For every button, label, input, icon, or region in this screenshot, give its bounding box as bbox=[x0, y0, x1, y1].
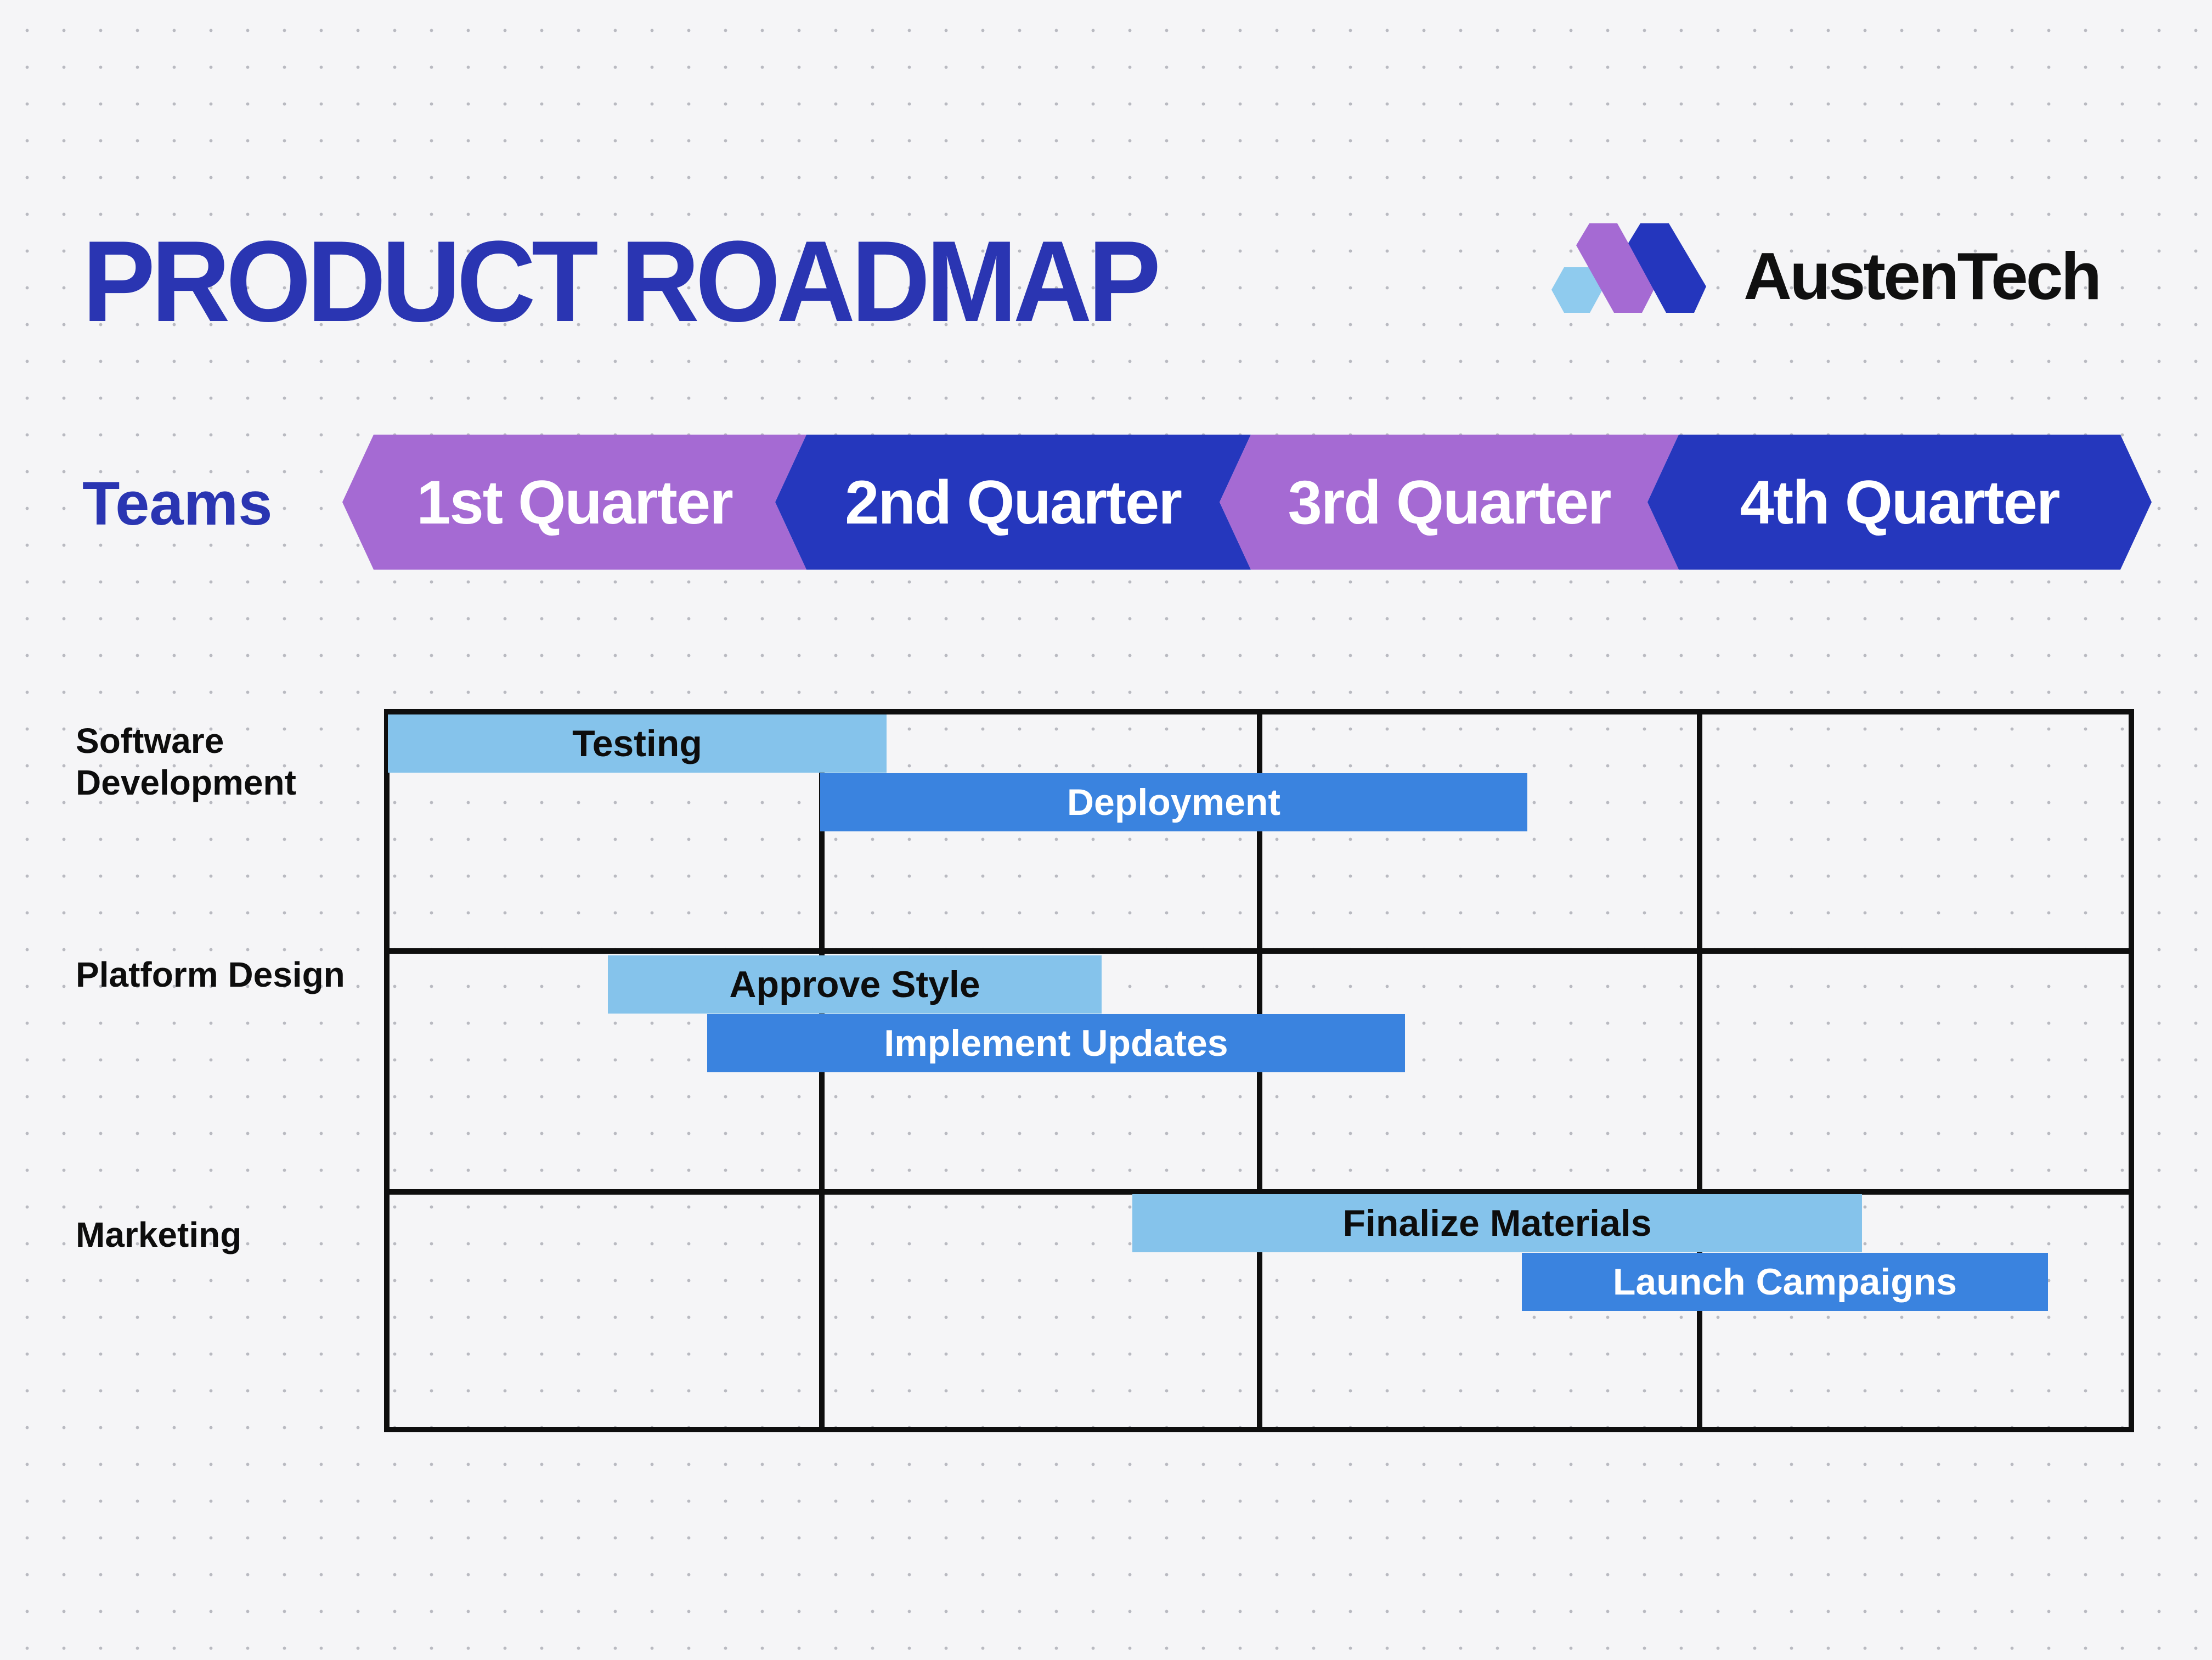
quarter-banner-q3: 3rd Quarter bbox=[1220, 435, 1679, 570]
row-label-platform-design: Platform Design bbox=[76, 955, 345, 994]
quarter-banner-label: 4th Quarter bbox=[1740, 468, 2059, 537]
quarter-banner-label: 3rd Quarter bbox=[1288, 468, 1611, 537]
task-bar-implement-updates: Implement Updates bbox=[707, 1014, 1405, 1072]
hexagons-logo-icon bbox=[1551, 223, 1706, 313]
task-bar-testing: Testing bbox=[388, 714, 887, 773]
teams-label: Teams bbox=[82, 469, 273, 538]
task-bar-label: Deployment bbox=[1066, 781, 1281, 823]
task-bar-deployment: Deployment bbox=[820, 773, 1527, 831]
task-bar-finalize-materials: Finalize Materials bbox=[1132, 1194, 1862, 1252]
brand-logo bbox=[1547, 211, 1723, 321]
task-bar-label: Finalize Materials bbox=[1342, 1202, 1652, 1244]
quarter-banner-q4: 4th Quarter bbox=[1647, 435, 2152, 570]
quarter-banner-label: 2nd Quarter bbox=[845, 468, 1181, 537]
quarter-banner-label: 1st Quarter bbox=[416, 468, 732, 537]
logo-hexagon-light-blue bbox=[1551, 267, 1602, 313]
brand-name: AustenTech bbox=[1743, 239, 2102, 313]
grid-line-vertical-q3-q4 bbox=[1697, 709, 1702, 1432]
task-bar-label: Implement Updates bbox=[884, 1022, 1228, 1064]
task-bar-approve-style: Approve Style bbox=[608, 955, 1102, 1014]
task-bar-label: Approve Style bbox=[729, 964, 980, 1005]
logo-hexagon-dark-blue bbox=[1628, 223, 1706, 313]
task-bar-label: Testing bbox=[572, 723, 702, 764]
task-bar-label: Launch Campaigns bbox=[1612, 1261, 1957, 1303]
logo-hexagon-purple bbox=[1576, 223, 1654, 313]
grid-line-horizontal-row2-row3 bbox=[384, 1189, 2134, 1195]
task-bar-launch-campaigns: Launch Campaigns bbox=[1522, 1253, 2048, 1311]
row-label-software-development: Software Development bbox=[76, 721, 296, 802]
quarter-banner-q1: 1st Quarter bbox=[342, 435, 806, 570]
page-title: PRODUCT ROADMAP bbox=[82, 217, 1161, 346]
grid-line-horizontal-row1-row2 bbox=[384, 948, 2134, 954]
row-label-marketing: Marketing bbox=[76, 1215, 242, 1254]
quarter-banner-q2: 2nd Quarter bbox=[775, 435, 1251, 570]
